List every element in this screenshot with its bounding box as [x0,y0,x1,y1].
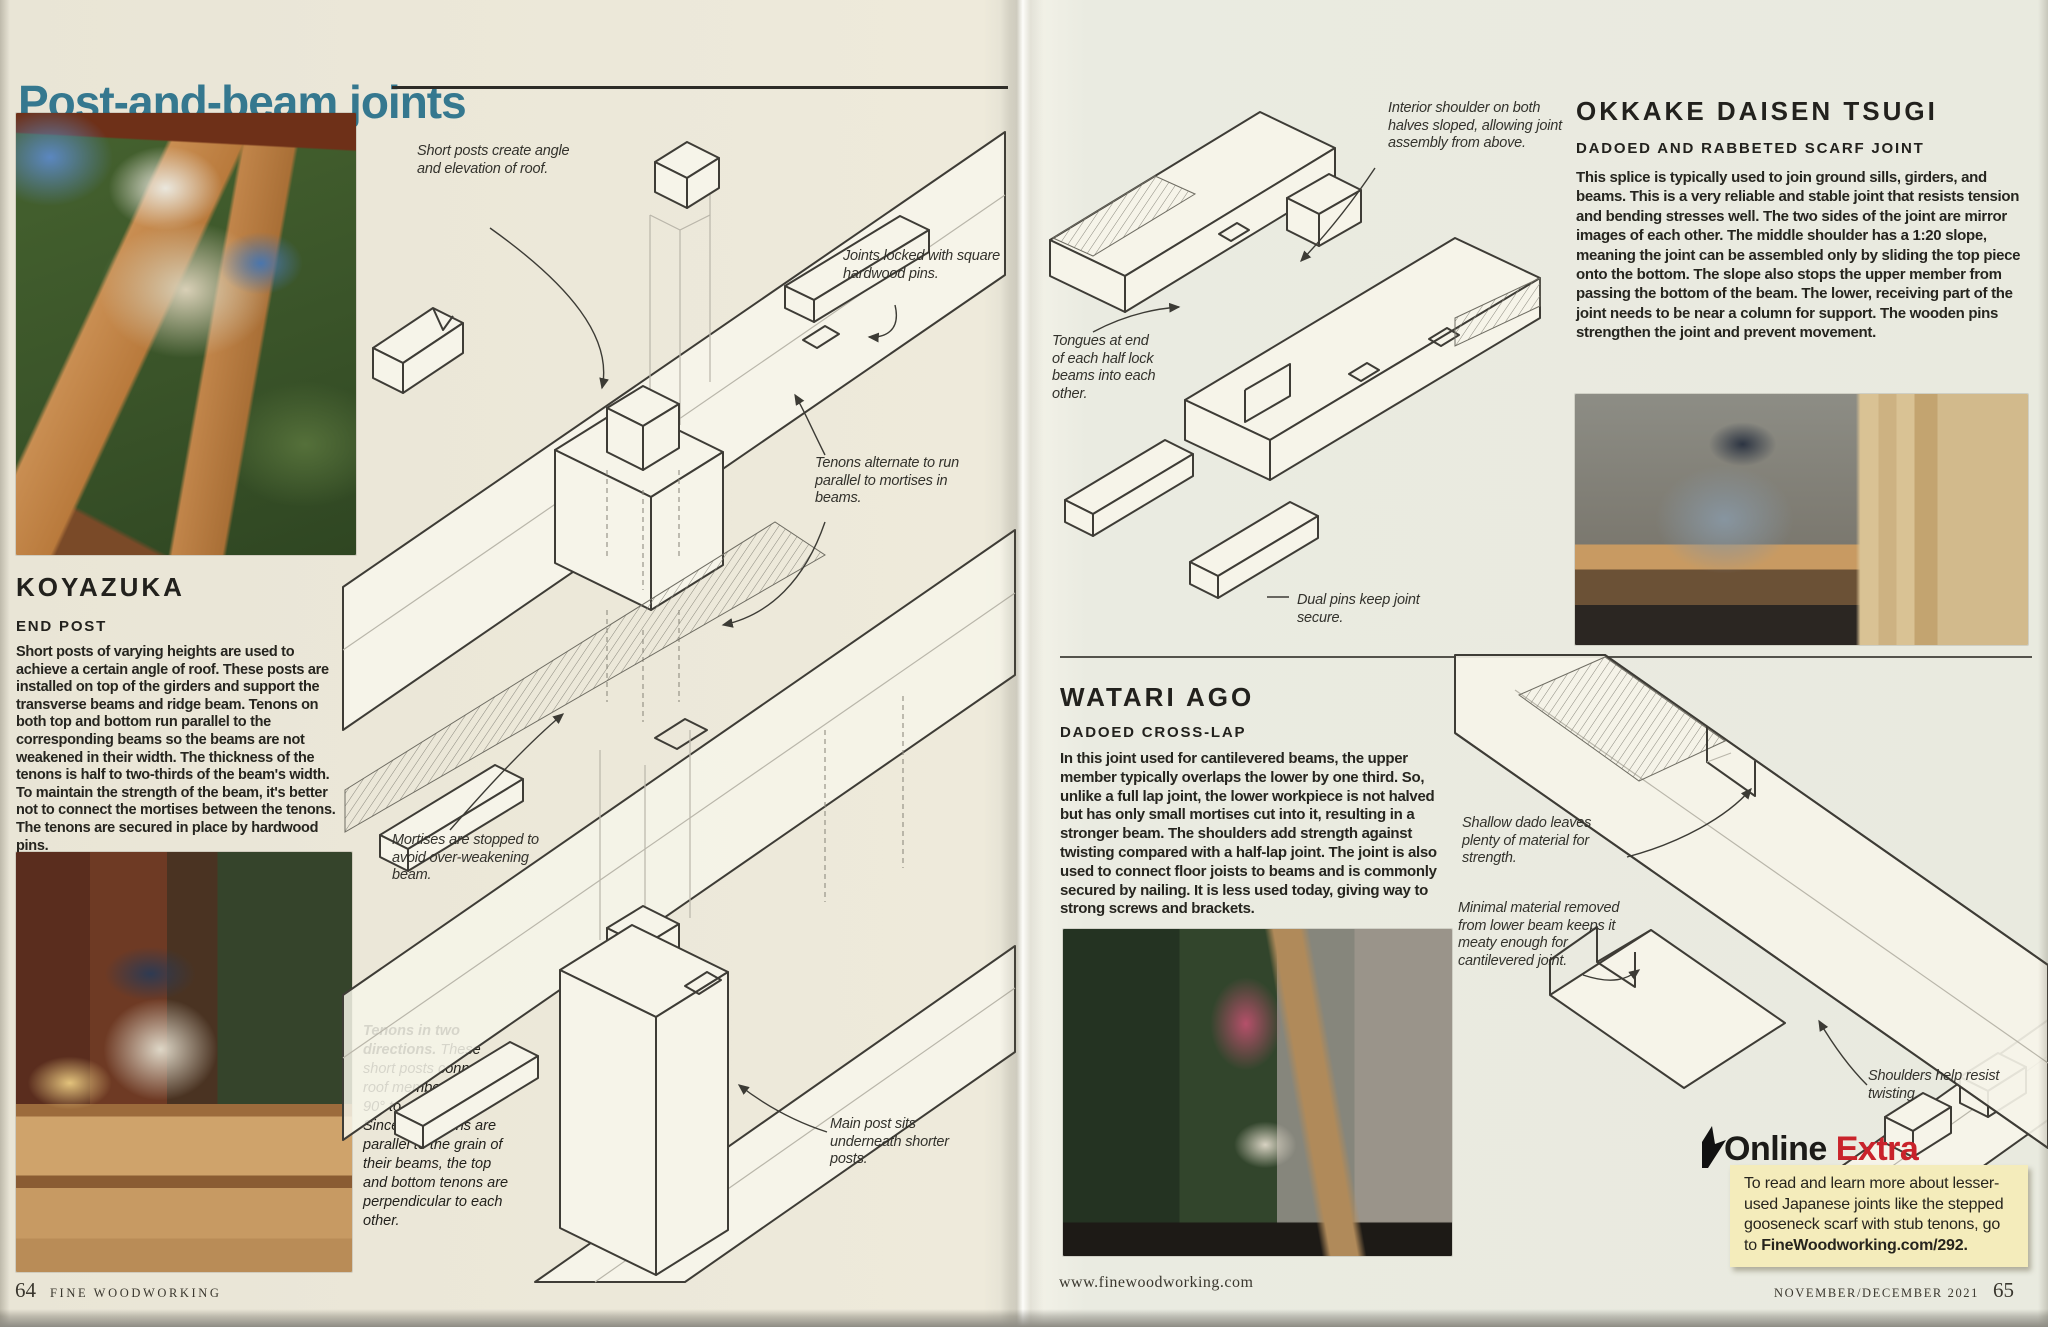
online-extra-label-red: Extra [1835,1130,1919,1168]
online-extra-note: To read and learn more about lesser-used… [1730,1165,2028,1267]
diagram-scarf-joint-illustration [1049,111,1541,599]
section-subtitle-end-post: END POST [16,618,108,635]
online-extra-arrow-icon [1702,1126,1726,1168]
page-number-right: 65 [1993,1278,2014,1302]
page-number-left: 64 [15,1278,36,1302]
online-extra-heading: Online Extra [1724,1130,1919,1169]
annotation-minimal-material: Minimal material removed from lower beam… [1458,900,1620,969]
section-title-watari: WATARI AGO [1060,682,1255,712]
section-title-koyazuka: KOYAZUKA [16,572,185,602]
annotation-main-post: Main post sits underneath shorter posts. [830,1116,949,1167]
online-extra-url[interactable]: FineWoodworking.com/292. [1761,1236,1968,1254]
page-edge-left [0,0,10,1327]
magazine-name: FINE WOODWORKING [50,1286,222,1300]
title-rule [392,86,1008,89]
photo-man-chiseling-beam [1575,394,2028,645]
annotation-tongues: Tongues at end of each half lock beams i… [1052,333,1156,402]
footer-right: NOVEMBER/DECEMBER 2021 65 [1774,1278,2014,1303]
section-subtitle-okkake: DADOED AND RABBETED SCARF JOINT [1576,140,1925,157]
photo-man-raising-frame [16,113,356,555]
koyazuka-body-text: Short posts of varying heights are used … [16,644,336,854]
annotation-dual-pins: Dual pins keep joint secure. [1297,592,1420,626]
online-extra-label: Online [1724,1130,1827,1168]
annotation-shoulders: Shoulders help resist twisting. [1868,1068,2000,1102]
watari-body-text: In this joint used for cantilevered beam… [1060,750,1437,918]
online-extra-text: To read and learn more about lesser-used… [1744,1175,2004,1254]
annotation-joints-locked: Joints locked with square hardwood pins. [843,248,1000,282]
footer-website: www.finewoodworking.com [1059,1274,1254,1291]
photo-woman-at-workbench [16,852,352,1272]
section-title-okkake: OKKAKE DAISEN TSUGI [1576,96,1938,126]
footer-left: 64 FINE WOODWORKING [15,1278,222,1303]
photo-workers-with-mallets [1063,929,1452,1256]
page-edge-right [2038,0,2048,1327]
annotation-interior-shoulder: Interior shoulder on both halves sloped,… [1388,100,1562,151]
page-edge-bottom [0,1309,2048,1327]
page-fold [1000,0,1044,1327]
annotation-tenons-alternate: Tenons alternate to run parallel to mort… [815,455,959,506]
issue-date: NOVEMBER/DECEMBER 2021 [1774,1286,1979,1300]
annotation-shallow-dado: Shallow dado leaves plenty of material f… [1462,815,1592,866]
annotation-short-posts: Short posts create angle and elevation o… [417,143,570,177]
diagram-post-and-beam-illustration [342,131,1016,1283]
okkake-body-text: This splice is typically used to join gr… [1576,169,2021,342]
annotation-mortises-stopped: Mortises are stopped to avoid over-weake… [392,832,539,883]
section-subtitle-watari: DADOED CROSS-LAP [1060,724,1247,741]
